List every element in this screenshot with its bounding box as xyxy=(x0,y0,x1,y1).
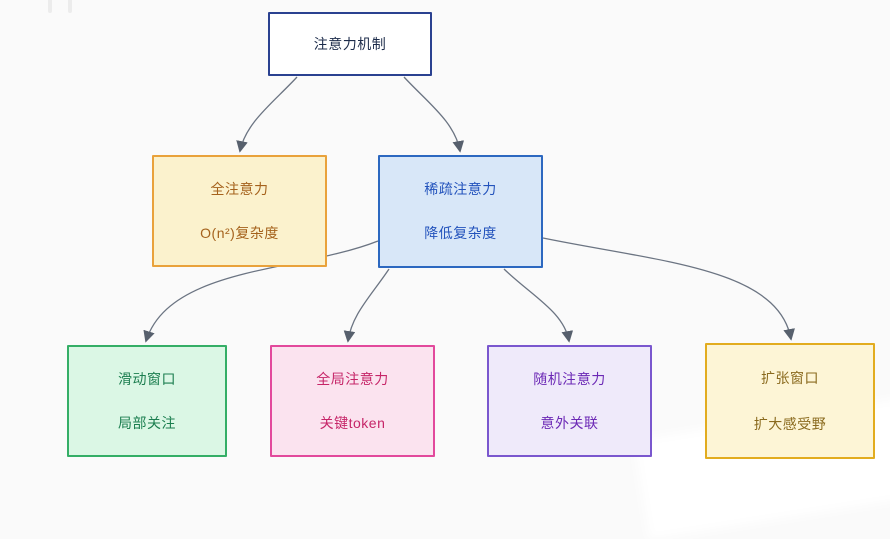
node-label: 稀疏注意力 xyxy=(424,180,497,197)
node-sublabel: 扩大感受野 xyxy=(753,415,827,432)
node-sublabel: O(n²)复杂度 xyxy=(200,224,279,241)
node-attention-mechanism: 注意力机制 xyxy=(268,12,432,76)
edge-sparse-to-random-attention xyxy=(503,268,574,343)
connector-arrows xyxy=(143,76,795,343)
edge-root-to-full-attention xyxy=(236,76,298,153)
ui-fragment-bar xyxy=(68,0,72,13)
diagram-canvas: 注意力机制 全注意力 O(n²)复杂度 稀疏注意力 降低复杂度 滑动窗口 局部关… xyxy=(48,0,875,459)
edge-root-to-sparse-attention xyxy=(403,76,465,153)
node-sublabel: 降低复杂度 xyxy=(424,225,497,242)
edge-sparse-to-global-attention xyxy=(343,268,390,343)
edge-sparse-to-sliding-window xyxy=(143,240,379,343)
node-sublabel: 关键token xyxy=(319,414,386,431)
node-label: 注意力机制 xyxy=(313,35,387,52)
edge-sparse-to-dilated-window xyxy=(542,237,795,341)
node-sublabel: 意外关联 xyxy=(540,414,599,431)
node-label: 扩张窗口 xyxy=(761,369,819,386)
node-label: 全局注意力 xyxy=(316,370,389,387)
node-label: 随机注意力 xyxy=(533,370,606,387)
node-label: 全注意力 xyxy=(210,180,269,197)
node-dilated-window: 扩张窗口 扩大感受野 xyxy=(705,343,875,459)
node-sparse-attention: 稀疏注意力 降低复杂度 xyxy=(378,155,543,268)
node-label: 滑动窗口 xyxy=(118,370,176,387)
node-sliding-window: 滑动窗口 局部关注 xyxy=(67,345,227,457)
ui-fragment-bar xyxy=(48,0,52,13)
node-full-attention: 全注意力 O(n²)复杂度 xyxy=(152,155,327,267)
node-global-attention: 全局注意力 关键token xyxy=(270,345,435,457)
node-random-attention: 随机注意力 意外关联 xyxy=(487,345,652,457)
node-sublabel: 局部关注 xyxy=(118,414,176,431)
